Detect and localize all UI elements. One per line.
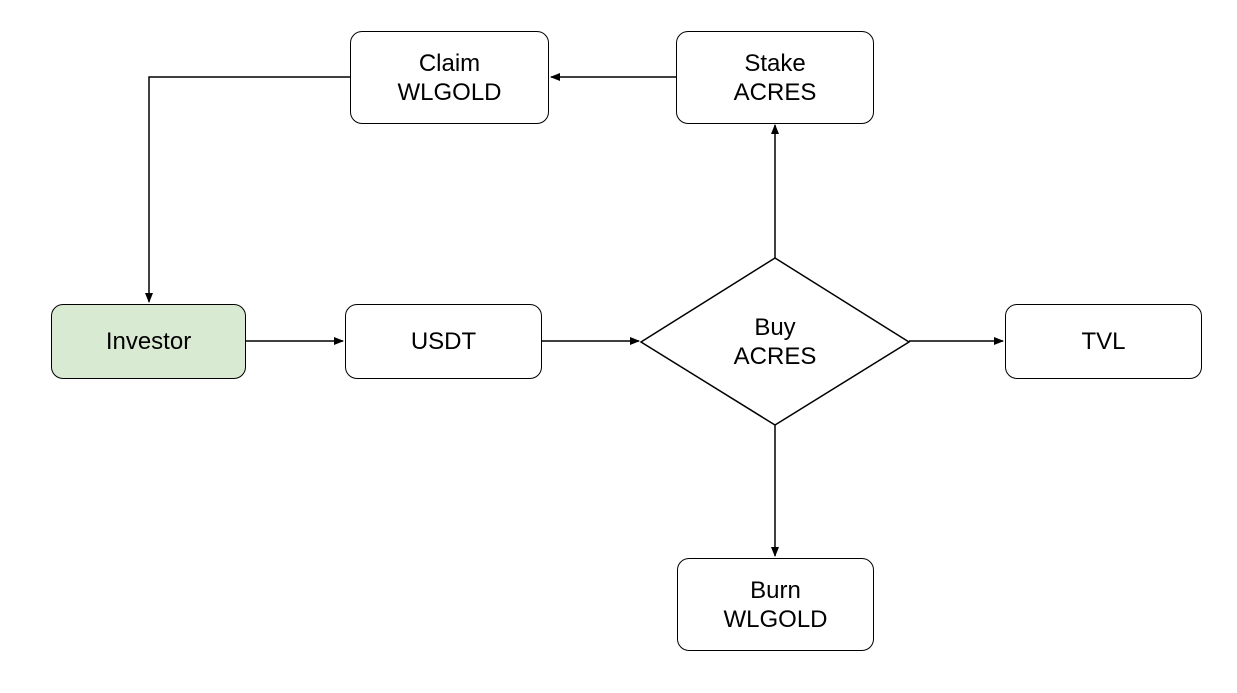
node-stake-line2: ACRES [733,78,817,106]
node-claim-line1: Claim [418,49,481,77]
node-investor: Investor [51,304,246,379]
edge-claim-to-investor [145,76,350,303]
node-claim-wlgold: Claim WLGOLD [350,31,549,124]
node-tvl-label: TVL [1081,328,1126,355]
node-burn-line1: Burn [750,576,801,604]
node-investor-label: Investor [105,328,192,355]
node-claim-line2: WLGOLD [397,78,502,106]
node-tvl: TVL [1005,304,1202,379]
node-burn-wlgold: Burn WLGOLD [677,558,874,651]
node-stake-acres: Stake ACRES [676,31,874,124]
node-usdt: USDT [345,304,542,379]
node-burn-line2: WLGOLD [723,605,828,633]
node-buy-acres-label: Buy ACRES [700,305,850,379]
node-stake-line1: Stake [744,49,806,77]
node-buy-line2: ACRES [733,343,817,370]
node-usdt-label: USDT [410,328,477,355]
node-buy-line1: Buy [754,314,796,341]
